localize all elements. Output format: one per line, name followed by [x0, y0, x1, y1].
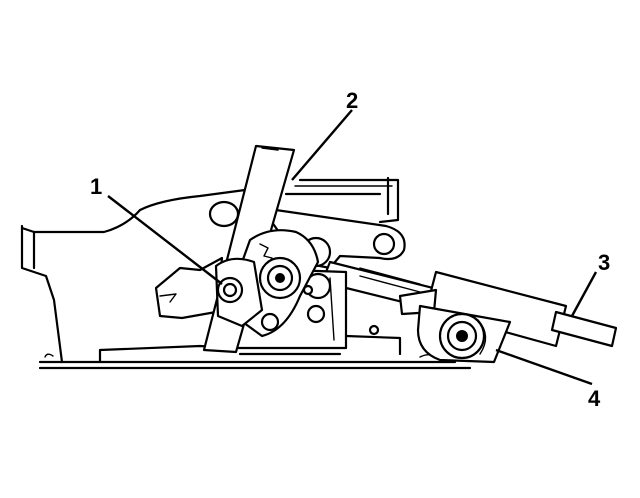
callout-3: 3: [598, 250, 610, 275]
callout-leaders: [107, 109, 598, 386]
pivot-hub: [214, 256, 314, 332]
leader-2: [291, 109, 353, 181]
callout-1: 1: [90, 174, 102, 199]
callout-2: 2: [346, 88, 358, 113]
base-rail: [38, 353, 472, 370]
seat-frame: [20, 176, 400, 364]
roller-assembly: [416, 304, 512, 364]
latch-plate: [154, 256, 224, 320]
callout-4: 4: [588, 386, 601, 411]
leader-3: [570, 271, 598, 317]
leader-4: [495, 348, 593, 386]
leader-1: [107, 195, 223, 285]
